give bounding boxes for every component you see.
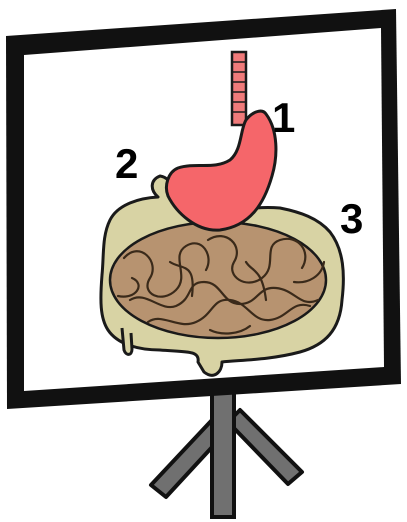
tripod-stand xyxy=(151,387,302,517)
label-1: 1 xyxy=(272,94,295,141)
tripod-leg-right xyxy=(228,410,302,484)
label-3: 3 xyxy=(340,195,363,242)
esophagus xyxy=(232,52,246,125)
small-intestine xyxy=(110,222,326,338)
tripod-center-pole xyxy=(212,387,234,517)
label-2: 2 xyxy=(115,140,138,187)
